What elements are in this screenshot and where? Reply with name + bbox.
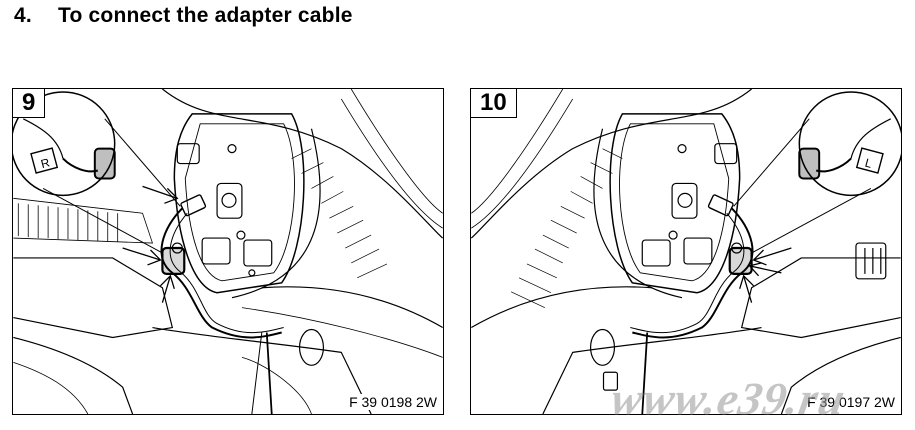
figure-code: F 39 0197 2W [805, 394, 897, 410]
watermark: www.e39.ru [607, 373, 850, 424]
section-number: 4. [14, 4, 32, 27]
figure-10: 10 [470, 88, 902, 415]
figure-code: F 39 0198 2W [347, 394, 439, 410]
section-heading: 4. To connect the adapter cable [14, 4, 353, 28]
section-title: To connect the adapter cable [58, 4, 353, 27]
figure-10-illustration [471, 89, 901, 414]
figure-9-illustration [13, 89, 443, 414]
figure-number: 9 [13, 89, 46, 118]
figure-9: 9 [12, 88, 444, 415]
figure-number: 10 [471, 89, 517, 118]
